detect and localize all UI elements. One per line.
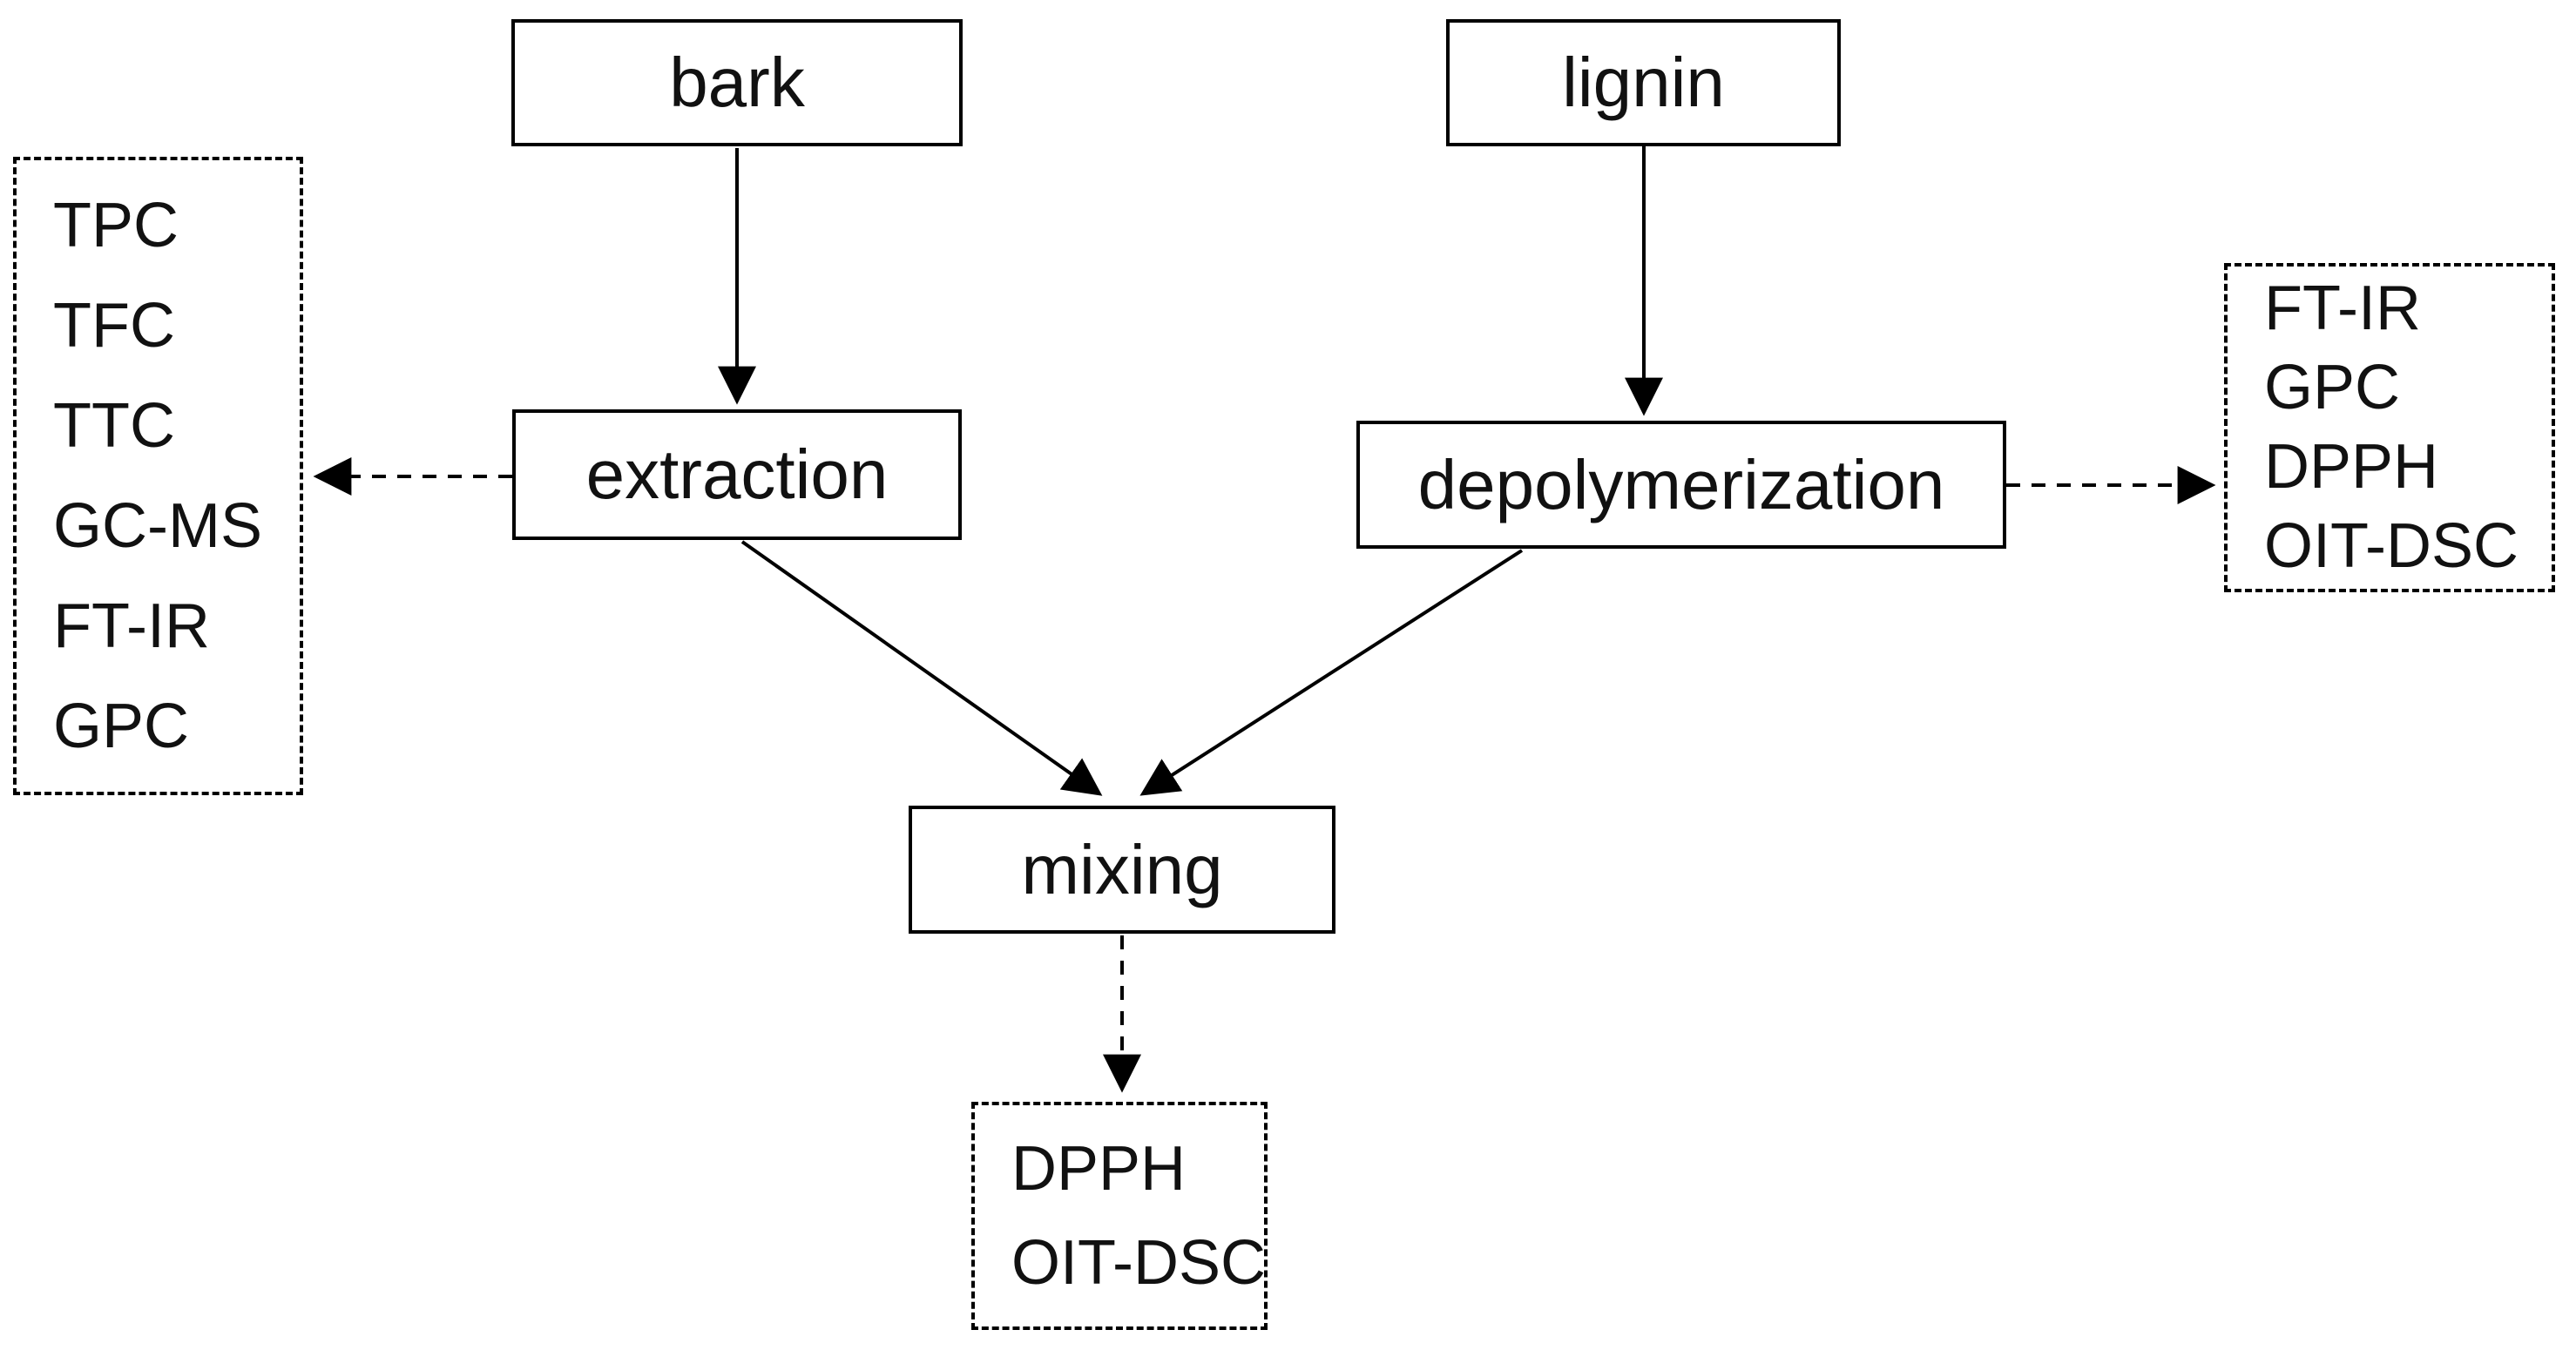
node-mixing: mixing bbox=[909, 806, 1335, 934]
method-item: TTC bbox=[53, 390, 175, 461]
method-item: FT-IR bbox=[53, 591, 210, 661]
node-depolymerization-label: depolymerization bbox=[1417, 445, 1945, 523]
node-bark: bark bbox=[511, 19, 963, 146]
node-lignin: lignin bbox=[1446, 19, 1841, 146]
depolymerization-methods-box: FT-IR GPC DPPH OIT-DSC bbox=[2224, 263, 2555, 592]
method-item: OIT-DSC bbox=[1011, 1228, 1267, 1298]
method-item: OIT-DSC bbox=[2264, 511, 2519, 581]
method-item: GC-MS bbox=[53, 490, 262, 561]
arrow-extraction-to-mixing bbox=[740, 540, 1103, 796]
node-bark-label: bark bbox=[669, 44, 805, 121]
node-extraction-label: extraction bbox=[585, 435, 889, 513]
node-depolymerization: depolymerization bbox=[1356, 421, 2006, 549]
method-item: TPC bbox=[53, 190, 179, 260]
method-item: TFC bbox=[53, 290, 175, 361]
extraction-methods-box: TPC TFC TTC GC-MS FT-IR GPC bbox=[13, 157, 303, 795]
method-item: GPC bbox=[2264, 353, 2401, 422]
method-item: DPPH bbox=[2264, 432, 2439, 502]
node-lignin-label: lignin bbox=[1562, 44, 1725, 121]
arrow-depolymerization-to-mixing bbox=[1139, 549, 1524, 796]
node-mixing-label: mixing bbox=[1021, 830, 1223, 908]
method-item: DPPH bbox=[1011, 1134, 1187, 1204]
node-extraction: extraction bbox=[512, 409, 962, 540]
mixing-methods-box: DPPH OIT-DSC bbox=[971, 1102, 1268, 1330]
method-item: GPC bbox=[53, 691, 190, 761]
method-item: FT-IR bbox=[2264, 273, 2421, 343]
